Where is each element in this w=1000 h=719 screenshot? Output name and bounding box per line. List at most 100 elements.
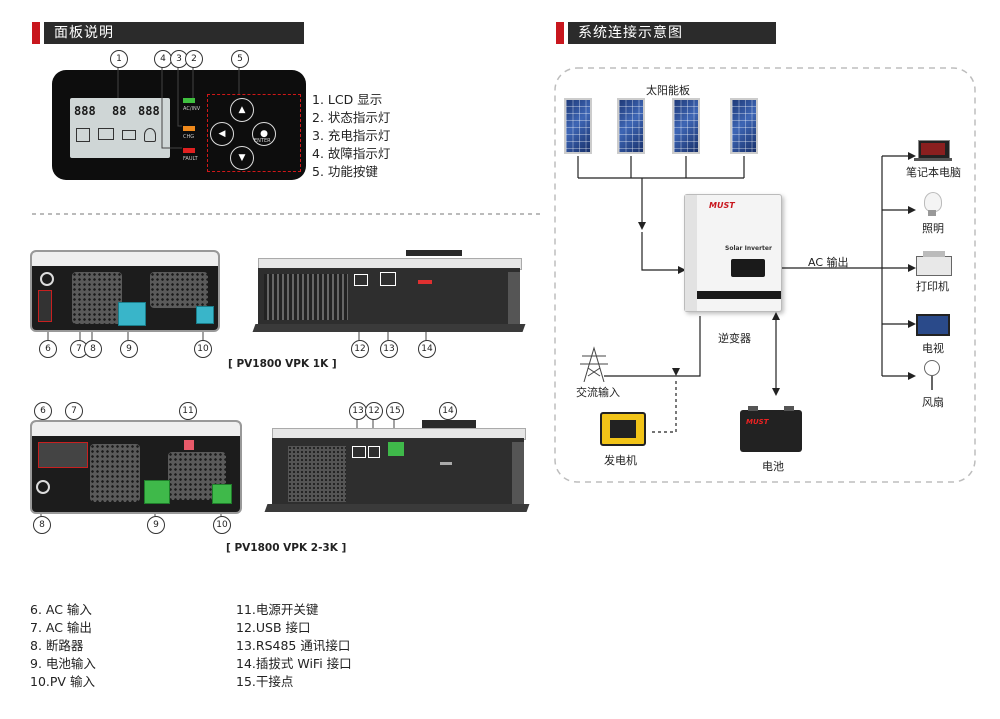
rear-view-1k — [30, 250, 220, 332]
lcd-bulb-icon — [144, 128, 156, 142]
ac-input-label: 交流输入 — [576, 386, 620, 399]
callout-13: 13 — [380, 340, 398, 358]
legend-item: 10.PV 输入 — [30, 674, 95, 689]
generator-label: 发电机 — [604, 454, 637, 467]
charge-led — [183, 126, 195, 131]
ac-terminal — [38, 290, 52, 322]
battery-label: 电池 — [762, 460, 784, 473]
lcd-digits-left: 888 — [74, 104, 96, 118]
ports-legend-col1: 6. AC 输入 7. AC 输出 8. 断路器 9. 电池输入 10.PV 输… — [30, 601, 96, 691]
power-switch[interactable] — [184, 440, 194, 450]
legend-item: 13.RS485 通讯接口 — [236, 638, 351, 653]
legend-item: 8. 断路器 — [30, 638, 84, 653]
load-printer-label: 打印机 — [916, 280, 949, 293]
callout-9: 9 — [120, 340, 138, 358]
panel-description-title: 面板说明 — [44, 22, 304, 44]
lcd-battery-icon — [122, 130, 136, 140]
fault-led — [183, 148, 195, 153]
solar-panel-icon — [730, 98, 758, 154]
inverter-icon: MUST Solar Inverter — [684, 194, 782, 312]
power-tower-icon — [580, 346, 608, 382]
fault-label: FAULT — [183, 156, 198, 162]
callout-5: 5 — [231, 50, 249, 68]
ac-output-label: AC 输出 — [808, 256, 849, 269]
usb-port — [354, 274, 368, 286]
callout-2: 2 — [185, 50, 203, 68]
enter-key[interactable]: ● — [252, 122, 276, 146]
down-key[interactable]: ▼ — [230, 146, 254, 170]
battery-terminal-2 — [144, 480, 170, 504]
model-caption-1k: [ PV1800 VPK 1K ] — [228, 358, 337, 370]
legend-item: 12.USB 接口 — [236, 620, 311, 635]
load-fan-label: 风扇 — [922, 396, 944, 409]
breaker-knob-2[interactable] — [36, 480, 50, 494]
inverter-model-name: Solar Inverter — [725, 245, 772, 252]
battery-brand: MUST — [746, 418, 769, 426]
callout-6b: 6 — [34, 402, 52, 420]
load-laptop-label: 笔记本电脑 — [906, 166, 961, 179]
fan-icon — [924, 360, 940, 376]
battery-terminal — [118, 302, 146, 326]
solar-panel-icon — [617, 98, 645, 154]
inverter-brand: MUST — [709, 201, 735, 210]
legend-item: 7. AC 输出 — [30, 620, 92, 635]
fan-grill-left — [72, 272, 122, 324]
callout-12: 12 — [351, 340, 369, 358]
solar-panel-icon — [672, 98, 700, 154]
callout-10: 10 — [194, 340, 212, 358]
bulb-icon — [924, 192, 942, 212]
function-keys-area — [207, 94, 301, 172]
callout-14: 14 — [418, 340, 436, 358]
lcd-digits-mid: 88 — [112, 104, 127, 118]
front-panel: 888 88 888 AC/INV CHG FAULT ▲ ◀ ● ENTER … — [52, 70, 306, 180]
lcd-pv-icon — [76, 128, 90, 142]
wifi-port-2 — [440, 462, 452, 465]
side-view-1k — [252, 250, 526, 334]
esc-key[interactable]: ◀ — [210, 122, 234, 146]
callout-10b: 10 — [213, 516, 231, 534]
wifi-port — [418, 280, 432, 284]
callout-11: 11 — [179, 402, 197, 420]
load-tv-label: 电视 — [922, 342, 944, 355]
ac-terminals — [38, 442, 88, 468]
breaker-knob[interactable] — [40, 272, 54, 286]
legend-item: 6. AC 输入 — [30, 602, 92, 617]
pv-terminal — [196, 306, 214, 324]
panel-legend: 1. LCD 显示 2. 状态指示灯 3. 充电指示灯 4. 故障指示灯 5. … — [312, 91, 390, 181]
rear-view-2-3k — [30, 420, 242, 514]
usb-port-2 — [368, 446, 380, 458]
callout-15: 15 — [386, 402, 404, 420]
ports-legend-col2: 11.电源开关键 12.USB 接口 13.RS485 通讯接口 14.插拔式 … — [236, 601, 352, 691]
up-key[interactable]: ▲ — [230, 98, 254, 122]
callout-1: 1 — [110, 50, 128, 68]
generator-icon — [600, 412, 646, 446]
header-accent-right — [556, 22, 564, 44]
rs485-port-2 — [352, 446, 366, 458]
legend-item: 9. 电池输入 — [30, 656, 96, 671]
model-caption-2-3k: [ PV1800 VPK 2-3K ] — [226, 542, 347, 554]
fan-grill-left-2 — [90, 444, 140, 502]
callout-7b: 7 — [65, 402, 83, 420]
legend-item: 5. 功能按键 — [312, 164, 378, 179]
callout-3: 3 — [170, 50, 188, 68]
callout-8: 8 — [84, 340, 102, 358]
solar-panels-label: 太阳能板 — [646, 84, 690, 97]
callout-6: 6 — [39, 340, 57, 358]
callout-8b: 8 — [33, 516, 51, 534]
printer-icon — [916, 251, 952, 276]
fan-grill-right — [150, 272, 208, 308]
header-accent-left — [32, 22, 40, 44]
lcd-display: 888 88 888 — [70, 98, 170, 158]
system-diagram-title: 系统连接示意图 — [568, 22, 776, 44]
solar-panel-icon — [564, 98, 592, 154]
callout-14b: 14 — [439, 402, 457, 420]
legend-item: 3. 充电指示灯 — [312, 128, 391, 143]
laptop-icon — [918, 140, 950, 160]
callout-9b: 9 — [147, 516, 165, 534]
enter-key-label: ENTER — [254, 138, 271, 144]
ac-inv-label: AC/INV — [183, 106, 201, 112]
dry-contact — [388, 442, 404, 456]
legend-item: 2. 状态指示灯 — [312, 110, 391, 125]
legend-item: 4. 故障指示灯 — [312, 146, 391, 161]
